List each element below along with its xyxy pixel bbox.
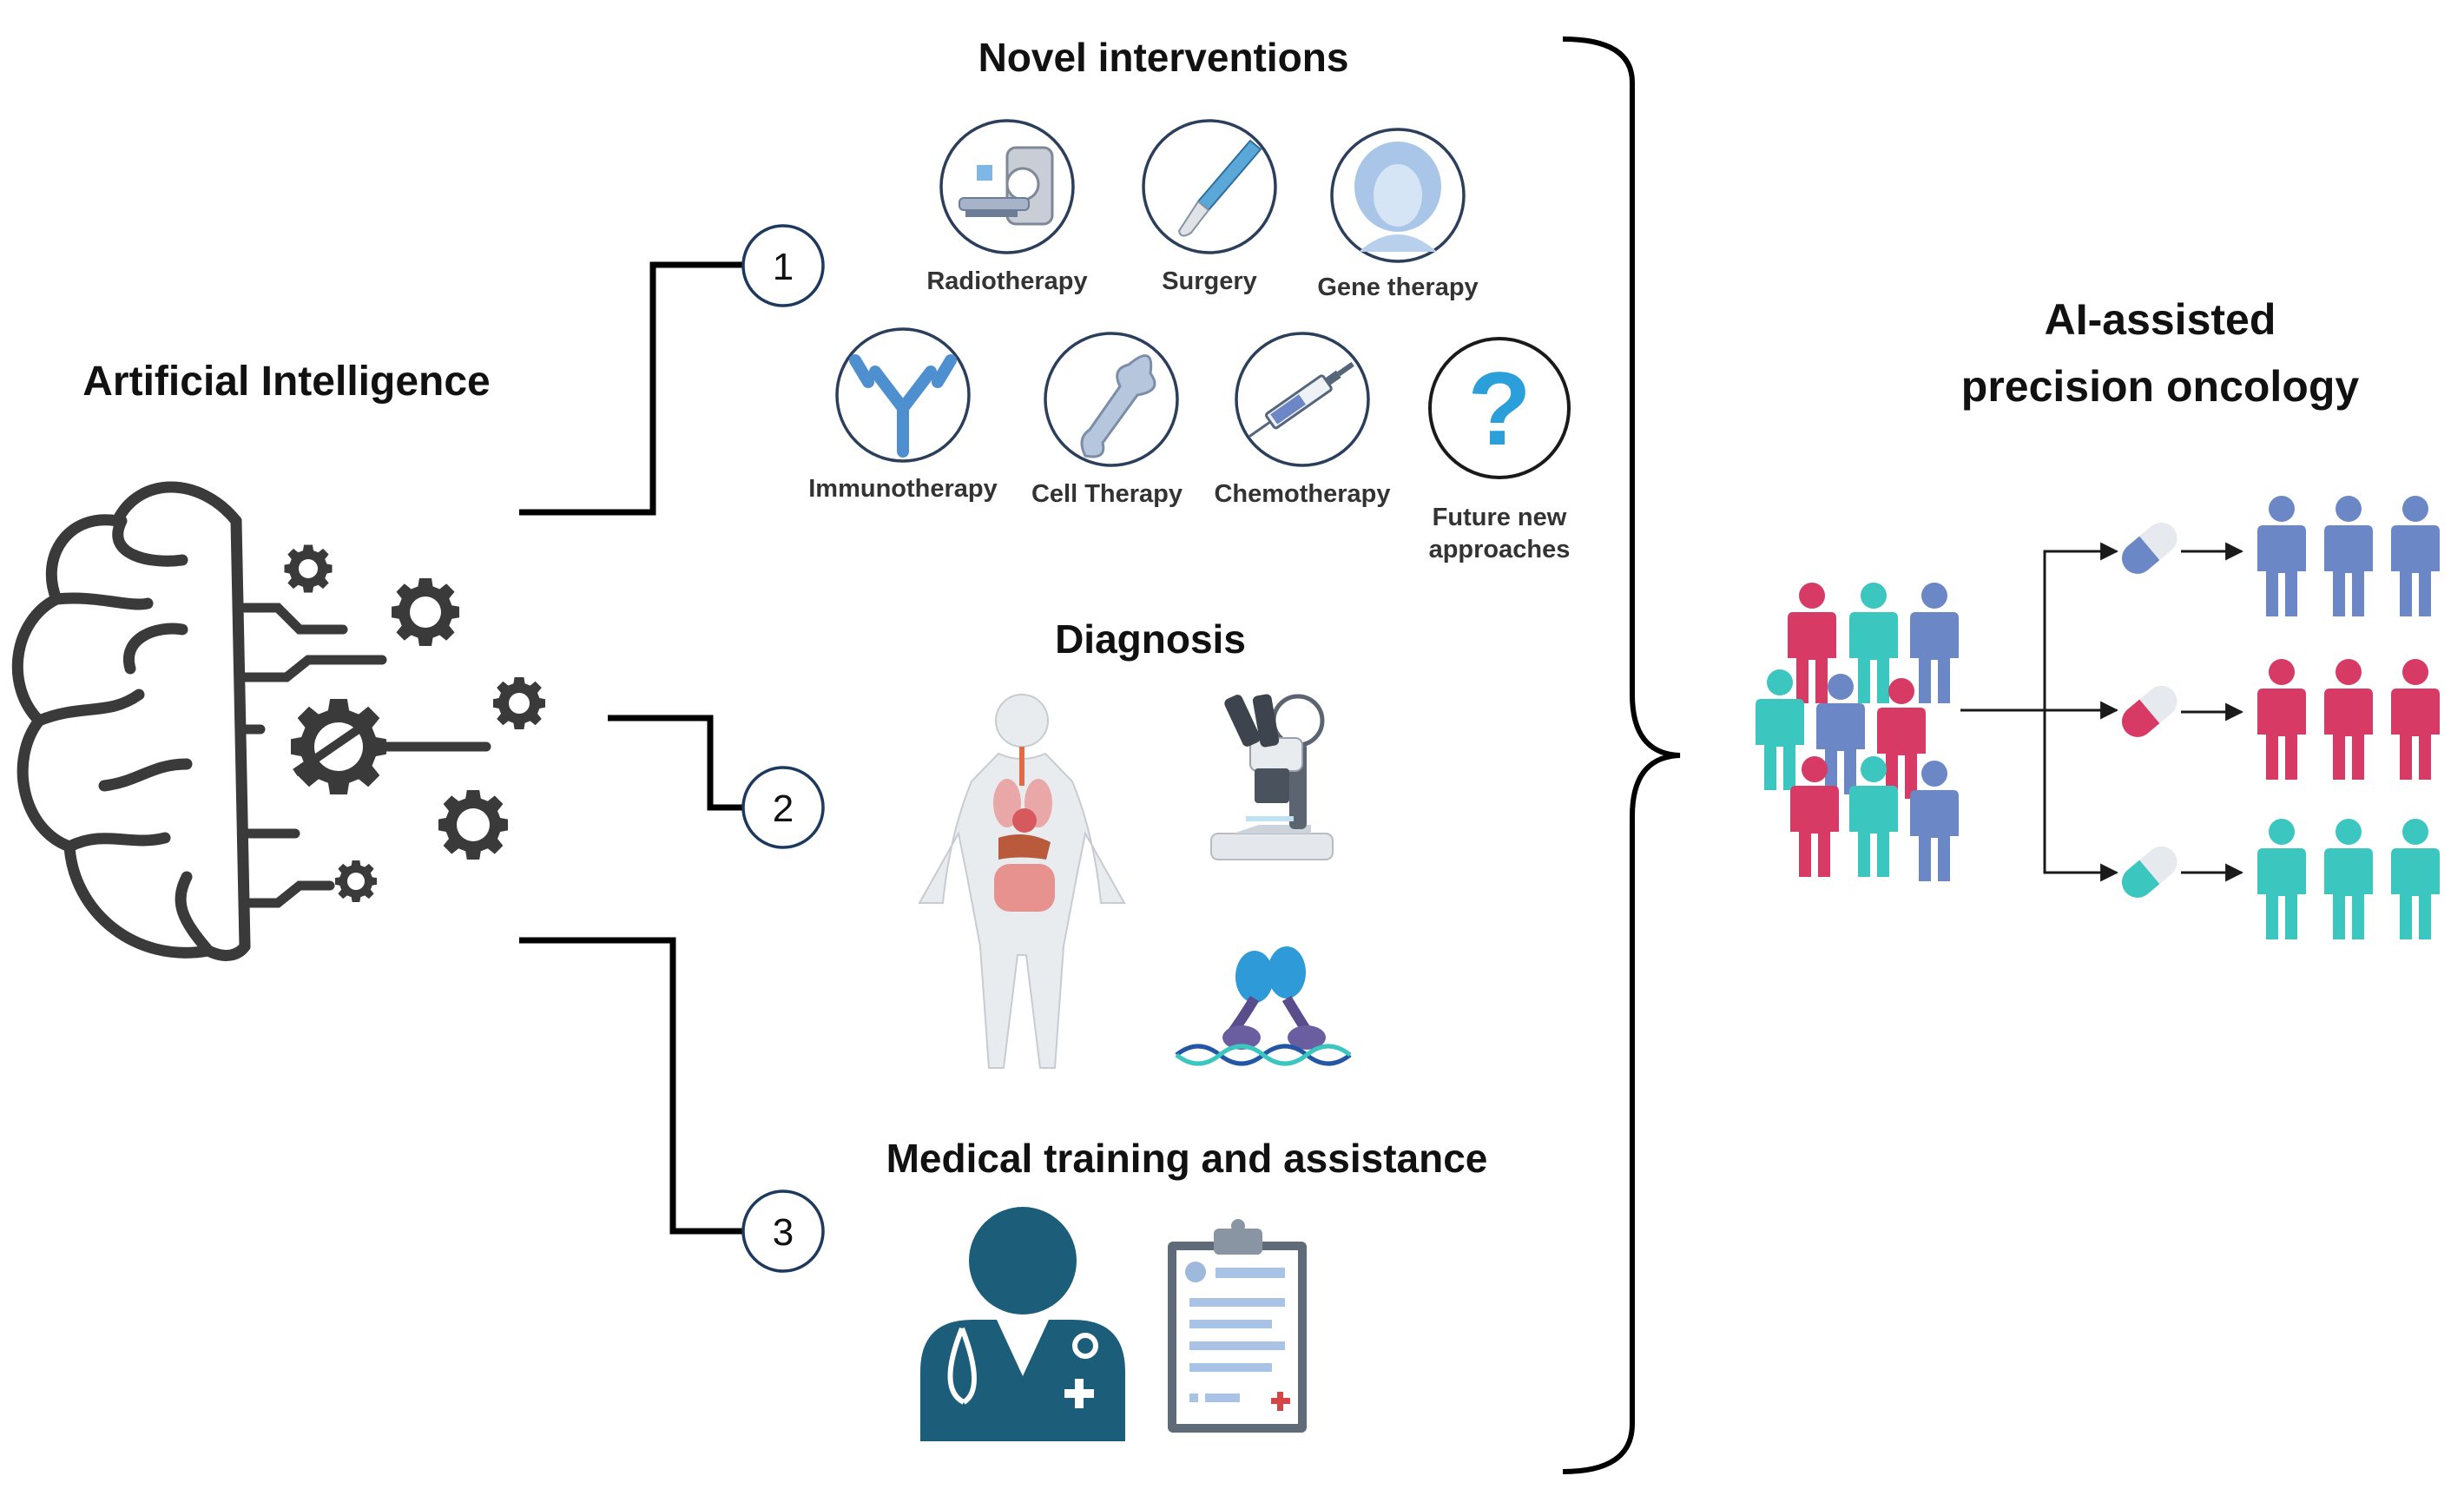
radiotherapy-icon [939,119,1075,254]
immunotherapy-label: Immunotherapy [808,475,998,503]
ai-brain-icon [11,481,545,961]
chemotherapy-label: Chemotherapy [1214,480,1390,508]
right-title-line2: precision oncology [1961,362,2360,411]
future-approaches-label-line1: Future new [1433,504,1567,531]
radiotherapy-label: Radiotherapy [926,267,1087,295]
doctor-icon [920,1207,1125,1441]
diagnosis-title: Diagnosis [1055,616,1246,662]
future-approaches-label-line2: approaches [1429,536,1571,563]
step-2-marker: 2 [741,766,825,849]
svg-text:1: 1 [773,246,794,288]
step-3-marker: 3 [741,1189,825,1273]
gene-therapy-icon [1330,128,1466,263]
pill-icon-blue [2121,522,2177,574]
connector-1 [519,261,745,516]
pill-icon-red [2121,685,2177,737]
human-anatomy-icon [918,694,1126,1069]
cell-therapy-label: Cell Therapy [1031,480,1183,508]
right-title-line1: AI-assisted [2045,295,2276,344]
curly-brace [1562,36,1681,1474]
stratification-arrows [1960,542,2244,882]
patient-group-teal [2257,819,2440,939]
svg-text:3: 3 [773,1211,794,1254]
antibody-icon [835,327,971,463]
question-mark-icon: ? [1428,337,1571,479]
connector-3 [519,937,745,1235]
pill-icon-teal [2121,846,2177,898]
dna-protein-icon [1175,946,1352,1066]
svg-text:?: ? [1467,351,1531,467]
patient-population-cluster [1756,583,1959,881]
clipboard-icon [1168,1219,1307,1433]
patient-group-red [2257,659,2440,780]
bone-icon [1044,332,1179,467]
syringe-icon [1235,332,1370,467]
novel-interventions-title: Novel interventions [978,35,1349,80]
patient-group-blue [2257,496,2440,616]
scalpel-icon [1142,119,1277,254]
microscope-icon [1210,694,1334,860]
medical-training-title: Medical training and assistance [886,1136,1488,1181]
step-1-marker: 1 [741,224,825,307]
left-title: Artificial Intelligence [82,359,490,405]
gene-therapy-label: Gene therapy [1317,273,1478,301]
connector-2 [608,715,745,811]
svg-text:2: 2 [773,787,794,830]
surgery-label: Surgery [1162,267,1257,295]
